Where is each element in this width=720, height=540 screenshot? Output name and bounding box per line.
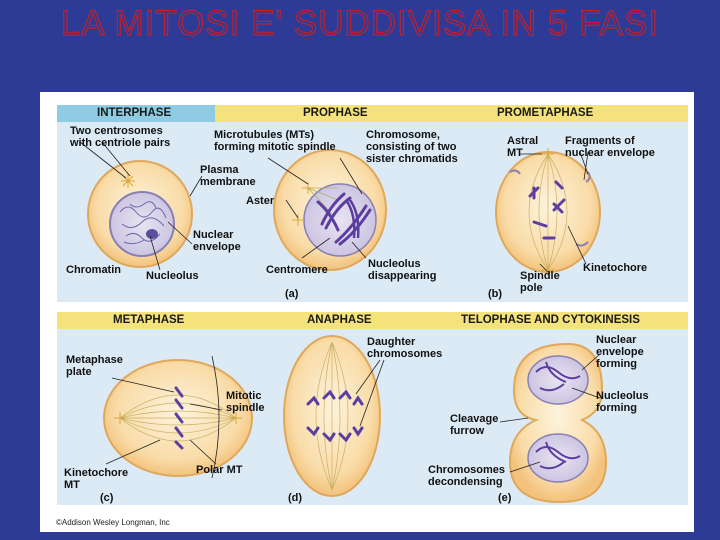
nuclear-envelope-label: Nuclear envelope xyxy=(193,229,241,253)
anaphase-title: ANAPHASE xyxy=(307,314,372,326)
chromosome-label: Chromosome, consisting of two sister chr… xyxy=(366,129,458,165)
cell-drawings xyxy=(79,141,608,504)
bottom-header: METAPHASE ANAPHASE TELOPHASE AND CYTOKIN… xyxy=(57,312,688,329)
prophase-title: PROPHASE xyxy=(303,107,368,119)
subfig-e: (e) xyxy=(498,492,512,504)
mitosis-figure: INTERPHASE PROPHASE PROMETAPHASE METAPHA… xyxy=(40,92,694,532)
fragments-label: Fragments of nuclear envelope xyxy=(565,135,655,159)
prophase-header: PROPHASE PROMETAPHASE xyxy=(215,105,688,122)
kinetochore-mt-label: Kinetochore MT xyxy=(64,467,129,491)
centromere-label: Centromere xyxy=(266,264,328,276)
metaphase-title: METAPHASE xyxy=(113,314,185,326)
kinetochore-label: Kinetochore xyxy=(583,262,648,274)
chromosomes-decondensing-label: Chromosomes decondensing xyxy=(428,464,506,488)
chromatin-label: Chromatin xyxy=(66,264,121,276)
nucleolus-disappearing-label: Nucleolus disappearing xyxy=(368,258,437,282)
interphase-cell xyxy=(79,141,203,271)
subfig-a: (a) xyxy=(285,288,299,300)
metaphase-plate-label: Metaphase plate xyxy=(66,354,123,378)
microtubules-label: Microtubules (MTs) forming mitotic spind… xyxy=(214,129,336,153)
nucleolus-label: Nucleolus xyxy=(146,270,199,282)
prometaphase-title: PROMETAPHASE xyxy=(497,107,594,119)
interphase-header: INTERPHASE xyxy=(57,105,215,122)
polar-mt-label: Polar MT xyxy=(196,464,243,476)
astral-mt-label: Astral MT xyxy=(507,135,539,159)
aster-label: Aster xyxy=(246,195,275,207)
subfig-b: (b) xyxy=(488,288,503,300)
centrosomes-label: Two centrosomes with centriole pairs xyxy=(70,125,171,149)
anaphase-cell xyxy=(283,335,385,497)
telophase-cell xyxy=(499,342,608,504)
telophase-title: TELOPHASE AND CYTOKINESIS xyxy=(461,314,640,326)
cleavage-furrow-label: Cleavage furrow xyxy=(450,413,499,437)
interphase-title: INTERPHASE xyxy=(97,107,172,119)
subfig-d: (d) xyxy=(288,492,303,504)
plasma-membrane-label: Plasma membrane xyxy=(200,164,256,188)
subfig-c: (c) xyxy=(100,492,114,504)
prophase-cell xyxy=(267,149,387,271)
nuclear-envelope-forming-label: Nuclear envelope forming xyxy=(596,334,644,370)
daughter-chromosomes-label: Daughter chromosomes xyxy=(367,336,443,360)
metaphase-cell xyxy=(103,355,253,479)
nucleolus-forming-label: Nucleolus forming xyxy=(596,390,649,414)
spindle-pole-label: Spindle pole xyxy=(520,270,560,294)
copyright-note: ©Addison Wesley Longman, Inc xyxy=(56,518,170,527)
centrosome-icon xyxy=(121,174,135,188)
slide-title: LA MITOSI E' SUDDIVISA IN 5 FASI xyxy=(60,3,660,43)
mitotic-spindle-label: Mitotic spindle xyxy=(226,390,265,414)
prometaphase-cell xyxy=(495,148,601,276)
